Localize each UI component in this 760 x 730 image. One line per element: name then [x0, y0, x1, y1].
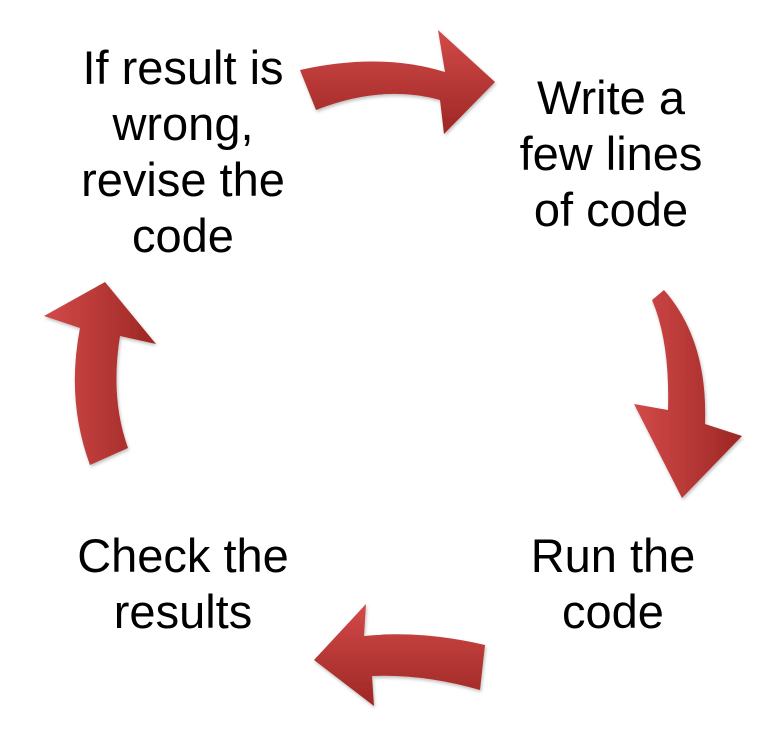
down-arrow-icon	[634, 290, 742, 498]
step-label-check-results: Check the results	[77, 529, 289, 638]
step-label-write-code: Write a few lines of code	[519, 71, 703, 236]
up-arrow-icon	[44, 282, 156, 465]
right-arrow-icon	[300, 30, 495, 134]
step-label-run-code: Run the code	[530, 529, 696, 638]
left-arrow-icon	[314, 604, 485, 706]
step-label-revise-code: If result is wrong, revise the code	[81, 41, 285, 262]
